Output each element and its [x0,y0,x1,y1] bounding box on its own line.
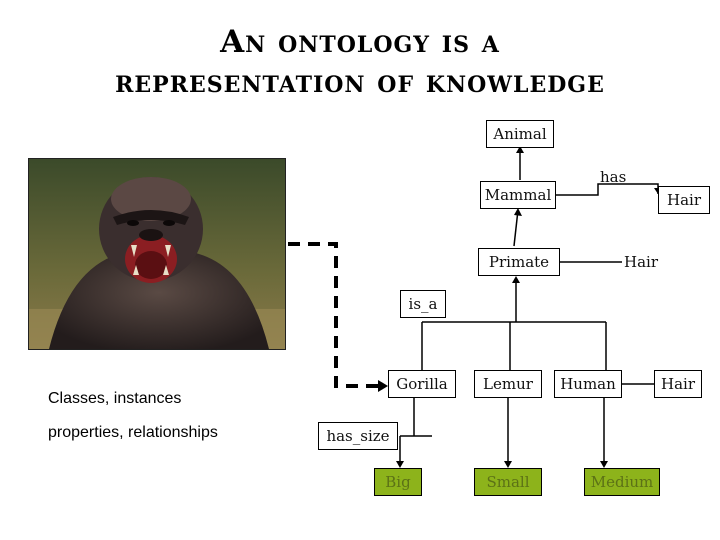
node-lemur: Lemur [474,370,542,398]
arrow-head-gorilla [378,380,388,392]
arrow-head-medium [600,461,608,468]
node-gorilla: Gorilla [388,370,456,398]
node-primate: Primate [478,248,560,276]
arrow-head-small [504,461,512,468]
edge-photo-gorilla [288,244,380,386]
relation-has: has [600,168,626,186]
node-animal: Animal [486,120,554,148]
arrow-head-mammal [514,208,522,216]
note-classes-instances: Classes, instances [48,390,181,408]
node-hair-human: Hair [654,370,702,398]
note-properties-relationships: properties, relationships [48,424,218,442]
node-big: Big [374,468,422,496]
node-hair-primate: Hair [616,248,666,276]
node-human: Human [554,370,622,398]
relation-has-size: has_size [318,422,398,450]
node-small: Small [474,468,542,496]
arrow-head-primate [512,276,520,283]
relation-is-a: is_a [400,290,446,318]
arrow-head-big [396,461,404,468]
node-mammal: Mammal [480,181,556,209]
node-medium: Medium [584,468,660,496]
node-hair-mammal: Hair [658,186,710,214]
